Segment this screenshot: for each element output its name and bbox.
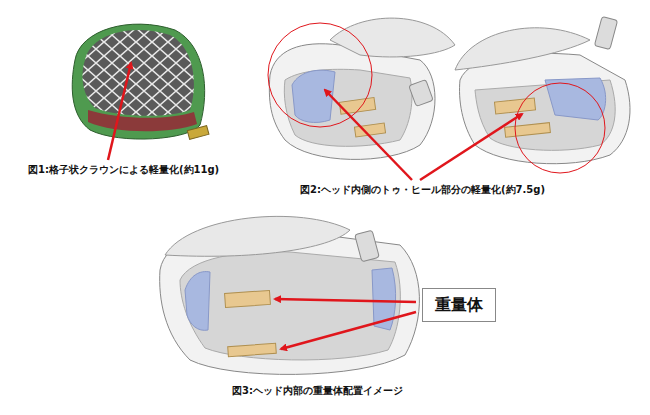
leader-arrow: [420, 114, 522, 180]
figure-caption: 図1:格子状クラウンによる軽量化(約11g): [28, 164, 219, 176]
head-figure-2a: [268, 18, 455, 159]
leader-arrow: [281, 312, 416, 349]
figure-caption: 図3:ヘッド内部の重量体配置イメージ: [232, 385, 403, 397]
box-label: 重量体: [435, 295, 483, 314]
head-figure-3: [160, 216, 420, 374]
head-figure-2b: [455, 16, 630, 173]
leader-arrow: [325, 90, 412, 180]
label-box: 重量体: [422, 288, 496, 322]
head-figure-1: [72, 20, 209, 160]
figure-caption: 図2:ヘッド内側のトゥ・ヒール部分の軽量化(約7.5g): [300, 184, 545, 196]
leader-arrow: [275, 299, 416, 302]
